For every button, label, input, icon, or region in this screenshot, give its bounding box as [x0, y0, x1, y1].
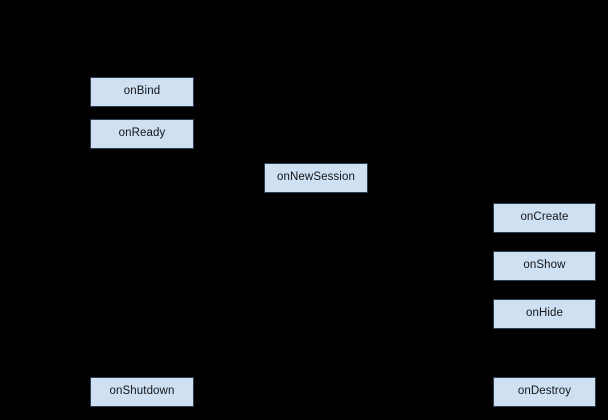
- diagram-node-on-ready[interactable]: onReady: [90, 119, 194, 149]
- diagram-node-label: onNewSession: [277, 171, 355, 184]
- diagram-node-on-destroy[interactable]: onDestroy: [493, 377, 596, 407]
- diagram-node-on-hide[interactable]: onHide: [493, 299, 596, 329]
- diagram-node-on-new-session[interactable]: onNewSession: [264, 163, 368, 193]
- diagram-node-on-show[interactable]: onShow: [493, 251, 596, 281]
- diagram-node-label: onBind: [123, 85, 161, 98]
- diagram-node-on-shutdown[interactable]: onShutdown: [90, 377, 194, 407]
- diagram-node-label: onCreate: [520, 211, 569, 224]
- diagram-node-label: onDestroy: [517, 385, 572, 398]
- diagram-node-on-create[interactable]: onCreate: [493, 203, 596, 233]
- diagram-node-label: onShow: [523, 259, 566, 272]
- diagram-node-on-bind[interactable]: onBind: [90, 77, 194, 107]
- diagram-node-label: onShutdown: [109, 385, 175, 398]
- diagram-node-label: onReady: [118, 127, 166, 140]
- diagram-node-label: onHide: [525, 307, 564, 320]
